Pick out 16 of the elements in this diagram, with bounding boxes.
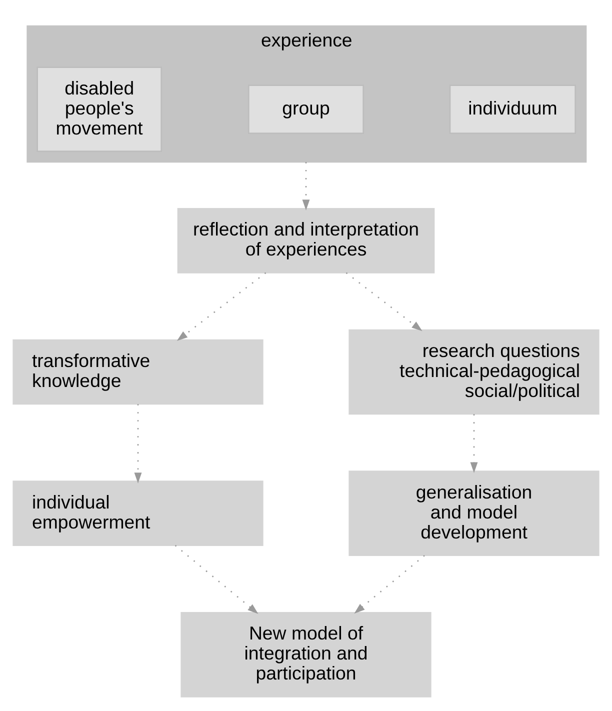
node-box: individual empowerment — [12, 480, 264, 546]
node-box: generalisation and model development — [348, 470, 600, 556]
node-box: transformative knowledge — [12, 338, 264, 404]
node-box: research questions technical-pedagogical social/political — [348, 328, 600, 414]
node-box: individuum — [449, 84, 576, 134]
arrow — [346, 272, 422, 331]
arrow — [174, 544, 258, 614]
arrow — [302, 162, 310, 210]
arrow — [354, 554, 425, 614]
node-box: group — [248, 84, 364, 134]
node-box: disabled people's movement — [36, 66, 162, 152]
node-box: New model of integration and participation — [180, 612, 432, 697]
arrow — [134, 404, 142, 483]
arrow — [470, 414, 478, 472]
node-box: reflection and interpretation of experiences — [177, 208, 435, 273]
arrow — [176, 272, 266, 340]
